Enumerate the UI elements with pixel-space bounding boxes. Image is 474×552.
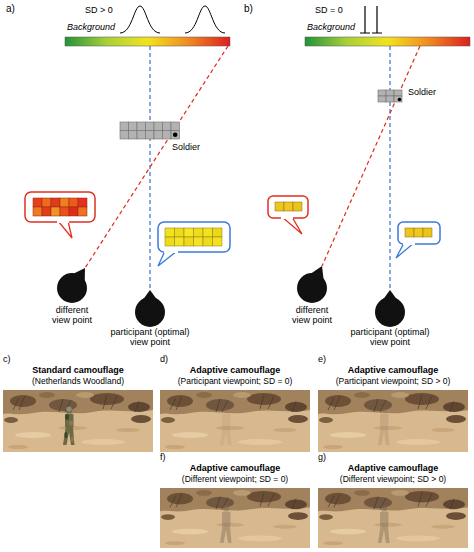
photo-subtitle: (Netherlands Woodland) — [1, 377, 155, 386]
soldier-dot — [398, 98, 402, 102]
photo-subtitle: (Participant viewpoint; SD = 0) — [158, 377, 312, 386]
speech-bubble — [396, 222, 440, 258]
soldier-dot — [173, 132, 178, 137]
panel-letter: e) — [318, 355, 326, 365]
sd-label: SD = 0 — [315, 6, 343, 16]
soldier-label: Soldier — [172, 143, 200, 153]
background-bar — [305, 37, 470, 46]
photo-title: Adaptive camouflage — [316, 464, 470, 474]
panel-letter: a) — [6, 3, 15, 14]
speech-bubble — [25, 192, 95, 238]
distribution-spike — [360, 6, 382, 33]
bar-label: Background — [67, 23, 115, 33]
photo — [3, 390, 153, 452]
photo-title: Standard camouflage — [1, 366, 155, 376]
photo — [160, 488, 310, 548]
bar-label: Background — [307, 23, 355, 33]
photo-title: Adaptive camouflage — [158, 366, 312, 376]
panel-letter: b) — [244, 3, 253, 14]
photo-subtitle: (Different viewpoint; SD = 0) — [158, 475, 312, 484]
soldier-label: Soldier — [408, 88, 436, 98]
sd-label: SD > 0 — [85, 6, 113, 16]
background-bar — [65, 37, 230, 46]
sight-line — [85, 46, 228, 268]
speech-bubble — [268, 196, 308, 234]
soldier-grid — [378, 90, 402, 102]
viewpoint-label: different view point — [286, 306, 338, 326]
sight-line — [149, 46, 150, 290]
photo-title: Adaptive camouflage — [316, 366, 470, 376]
photo-title: Adaptive camouflage — [158, 464, 312, 474]
distribution-curve — [120, 6, 160, 33]
viewpoint-label: different view point — [46, 306, 98, 326]
sight-line — [389, 46, 390, 290]
photo-subtitle: (Participant viewpoint; SD > 0) — [316, 377, 470, 386]
panel-letter: c) — [3, 355, 11, 365]
soldier-grid — [120, 122, 180, 139]
panel-letter: d) — [160, 355, 168, 365]
panel-letter: f) — [160, 453, 166, 463]
speech-bubble — [158, 222, 230, 266]
panel-letter: g) — [318, 453, 326, 463]
distribution-curve — [185, 6, 225, 33]
viewpoint-label: participant (optimal) view point — [342, 328, 438, 348]
photo — [160, 390, 310, 452]
viewpoint-label: participant (optimal) view point — [102, 328, 198, 348]
photo — [318, 488, 468, 548]
sight-line — [322, 46, 420, 266]
photo — [318, 390, 468, 452]
photo-subtitle: (Different viewpoint; SD > 0) — [316, 475, 470, 484]
